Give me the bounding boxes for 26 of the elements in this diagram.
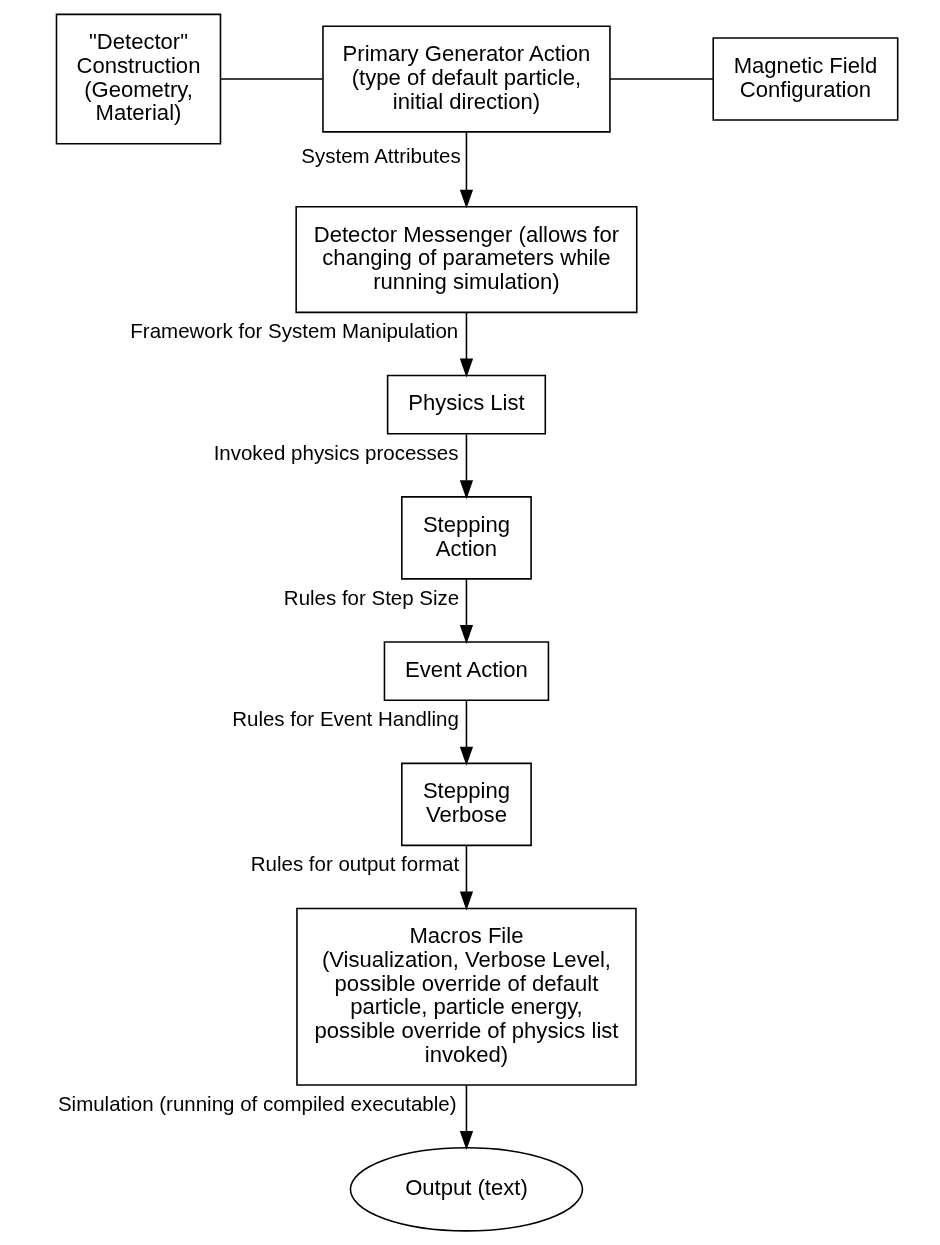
edge-label: Framework for System Manipulation bbox=[130, 319, 459, 343]
edge-label: Rules for output format bbox=[250, 852, 460, 876]
node-ellipse: Output (text) bbox=[349, 1147, 584, 1232]
edge-label: System Attributes bbox=[301, 144, 461, 168]
arrow bbox=[459, 1084, 474, 1151]
edge-label: Rules for Event Handling bbox=[232, 707, 459, 731]
node-box: "Detector" Construction (Geometry, Material) bbox=[55, 13, 222, 145]
node-box: Magnetic Field Configuration bbox=[712, 37, 899, 121]
node-box: Event Action bbox=[383, 641, 550, 702]
node-box: Primary Generator Action (type of default particle, initial direction) bbox=[322, 25, 611, 133]
node-box: Physics List bbox=[386, 374, 547, 435]
arrow bbox=[459, 433, 474, 500]
arrow bbox=[459, 578, 474, 644]
arrow bbox=[459, 312, 474, 378]
node-box: Macros File (Visualization, Verbose Level, possible override of default particle, particle energy, possible override of physics list invoked) bbox=[296, 907, 637, 1086]
edge-label: Invoked physics processes bbox=[213, 440, 459, 464]
node-box: Stepping Action bbox=[401, 496, 532, 580]
connector bbox=[609, 78, 714, 80]
node-box: Stepping Verbose bbox=[401, 762, 532, 847]
edge-label: Rules for Step Size bbox=[283, 585, 460, 609]
arrow bbox=[459, 131, 474, 209]
edge-label: Simulation (running of compiled executable) bbox=[57, 1091, 457, 1115]
arrow bbox=[459, 844, 474, 911]
arrow bbox=[459, 700, 474, 766]
connector bbox=[220, 78, 324, 80]
node-box: Detector Messenger (allows for changing of parameters while running simulation) bbox=[295, 206, 638, 314]
